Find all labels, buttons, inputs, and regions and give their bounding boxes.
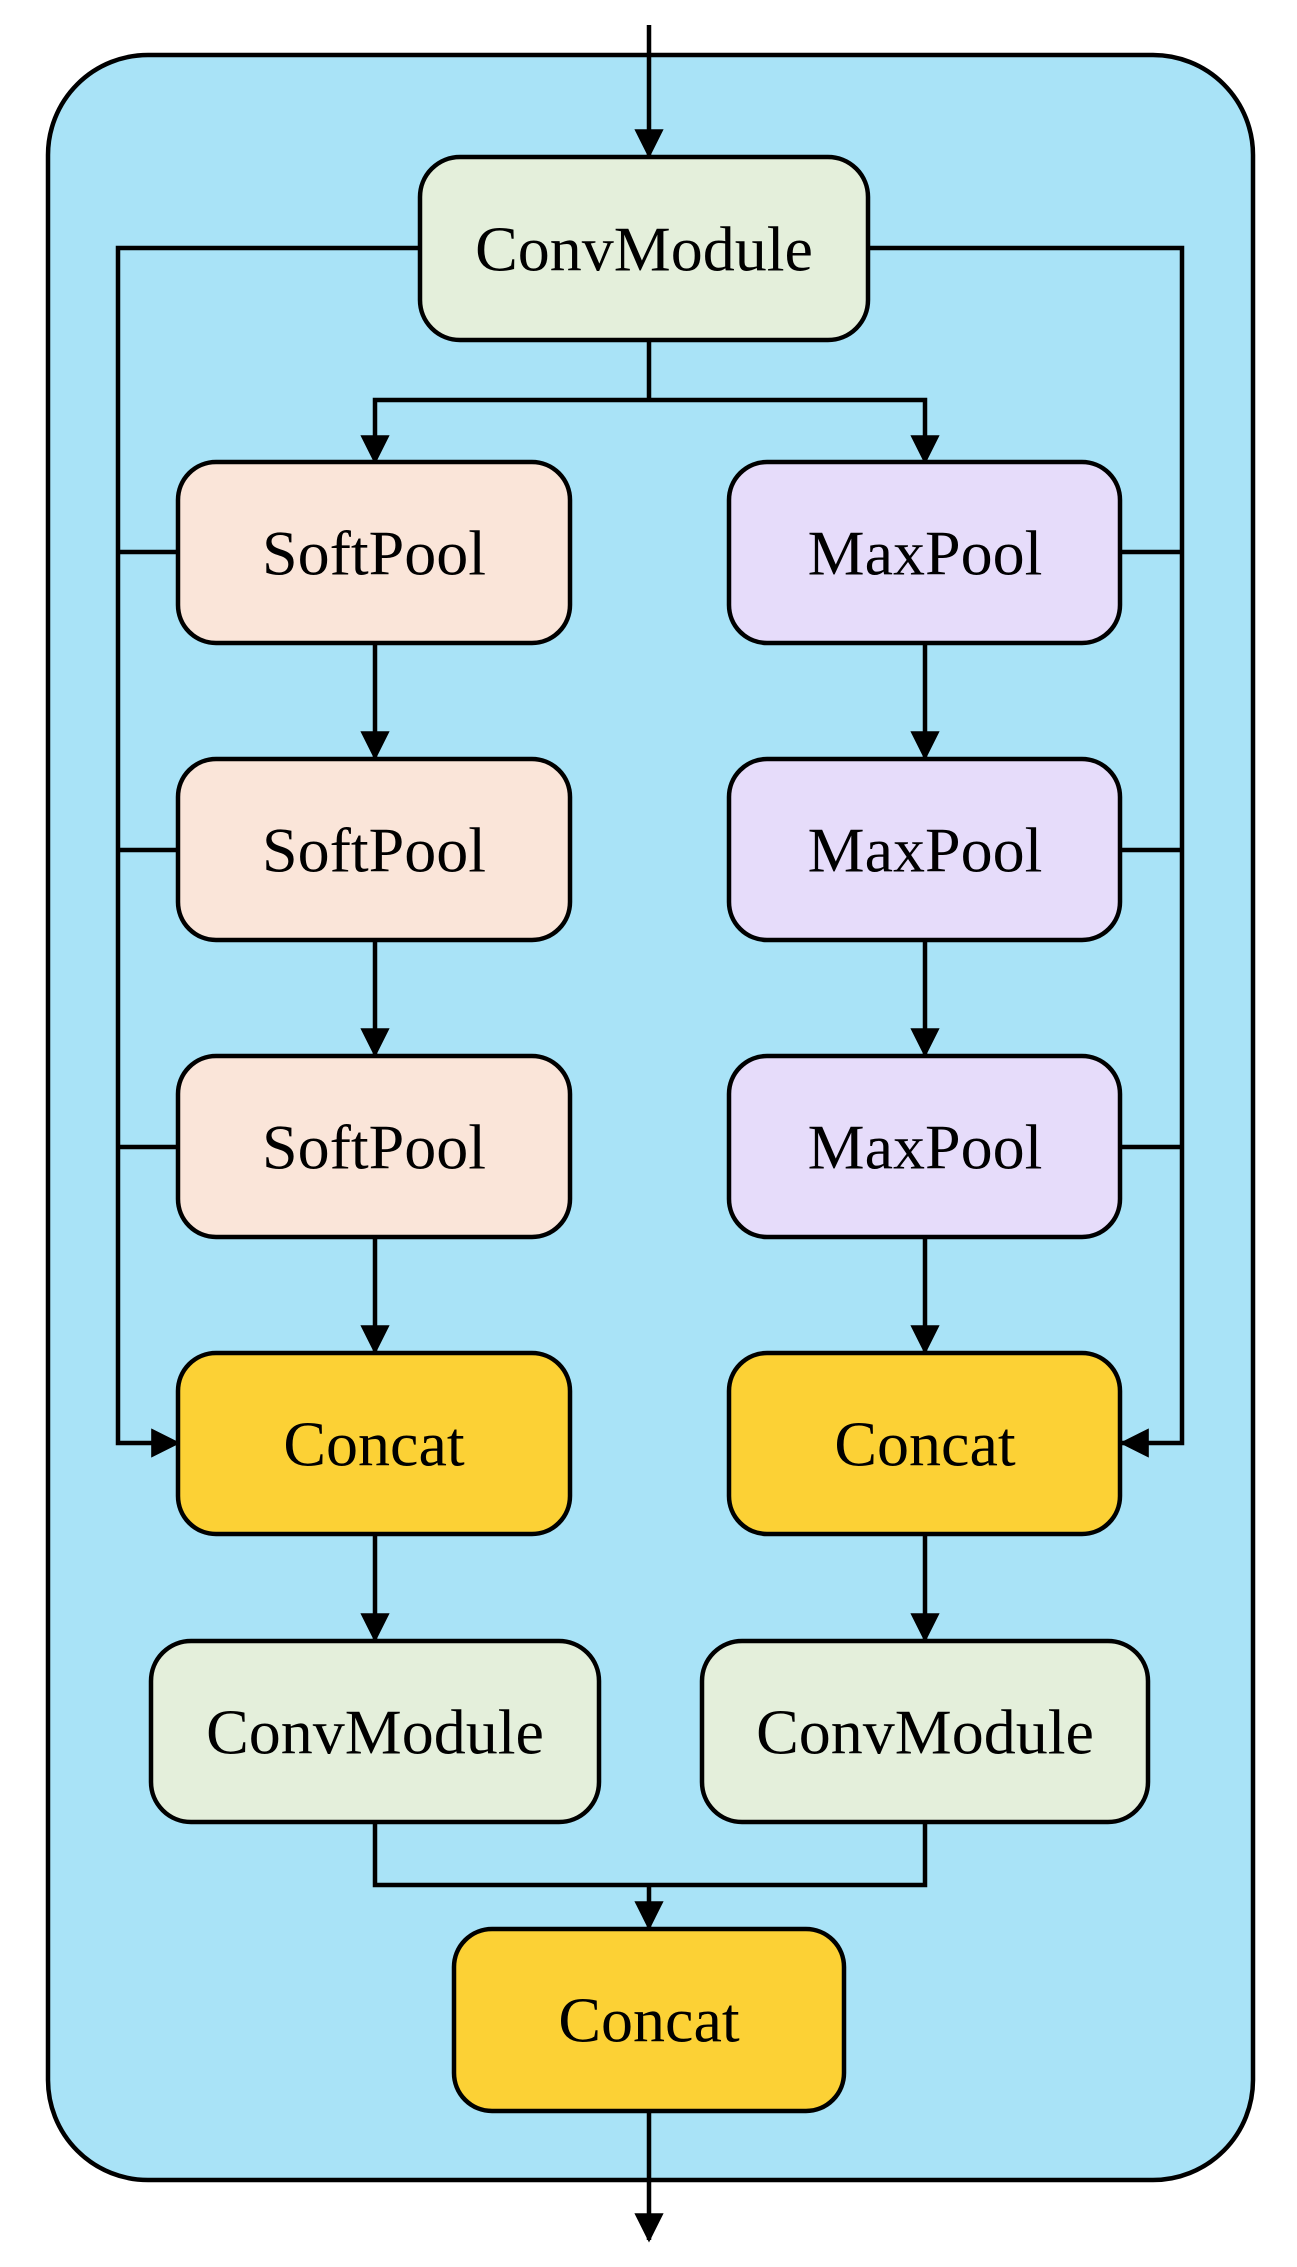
node-concat-left: Concat [175,1350,573,1537]
node-concat-bottom: Concat [451,1926,847,2114]
edge-conv-right-to-merge [649,1822,928,1888]
node-conv-left: ConvModule [148,1638,602,1825]
node-softpool-1: SoftPool [175,459,573,646]
node-conv-top-label: ConvModule [475,214,813,285]
node-conv-right-label: ConvModule [756,1697,1094,1768]
node-maxpool-2-label: MaxPool [808,815,1043,886]
node-maxpool-1-label: MaxPool [808,518,1043,589]
node-softpool-1-label: SoftPool [262,518,486,589]
node-conv-right: ConvModule [699,1638,1151,1825]
edge-split-to-softpool [360,397,649,465]
edge-conv-left-to-merge [372,1822,649,1888]
edge-right-skip-bus [868,245,1185,1458]
node-concat-right: Concat [726,1350,1123,1537]
node-concat-left-label: Concat [283,1409,465,1480]
node-softpool-2-label: SoftPool [262,815,486,886]
node-maxpool-2: MaxPool [726,756,1123,943]
node-maxpool-3: MaxPool [726,1053,1123,1240]
node-conv-top: ConvModule [417,154,871,343]
node-concat-bottom-label: Concat [558,1985,740,2056]
node-concat-right-label: Concat [834,1409,1016,1480]
node-softpool-3-label: SoftPool [262,1112,486,1183]
edge-left-skip-bus [115,245,420,1458]
node-softpool-2: SoftPool [175,756,573,943]
node-maxpool-3-label: MaxPool [808,1112,1043,1183]
edge-split-to-maxpool [649,397,940,465]
node-maxpool-1: MaxPool [726,459,1123,646]
node-softpool-3: SoftPool [175,1053,573,1240]
node-conv-left-label: ConvModule [206,1697,544,1768]
